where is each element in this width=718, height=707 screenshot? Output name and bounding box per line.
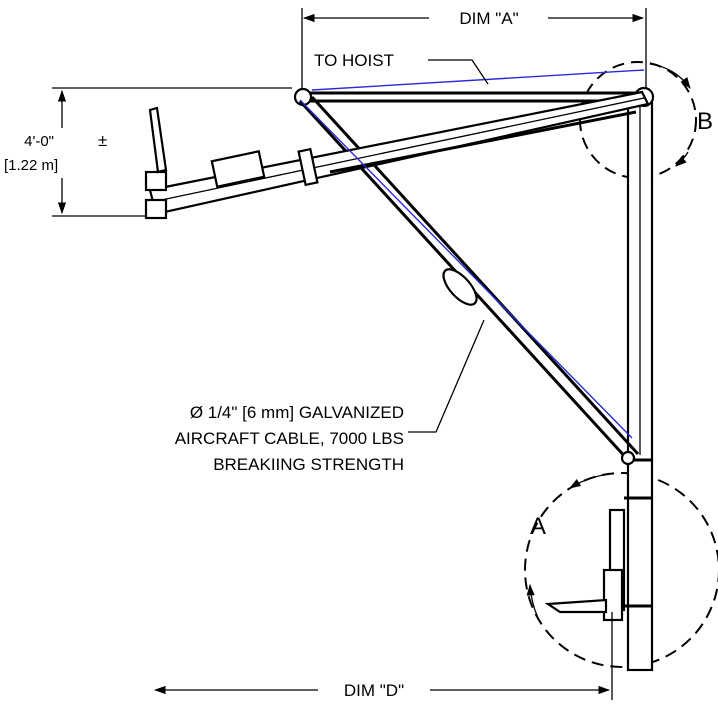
height-tolerance: ± [98, 131, 107, 150]
dim-d: DIM "D" [153, 612, 613, 700]
cable-callout: Ø 1/4" [6 mm] GALVANIZED AIRCRAFT CABLE,… [175, 319, 485, 474]
cable-spec-line3: BREAKIING STRENGTH [213, 455, 404, 474]
detail-a: A [524, 472, 718, 668]
detail-b: B [579, 61, 713, 179]
to-hoist-callout: TO HOIST [314, 51, 489, 85]
height-metric: [1.22 m] [4, 157, 58, 174]
detail-a-label: A [530, 513, 546, 540]
boom [144, 90, 650, 220]
to-hoist-label: TO HOIST [314, 51, 394, 70]
dim-a-label: DIM "A" [459, 9, 518, 28]
cable [299, 69, 645, 439]
dim-height: 4'-0" ± [1.22 m] [4, 87, 292, 217]
dim-d-label: DIM "D" [344, 681, 404, 700]
height-value: 4'-0" [24, 133, 54, 150]
detail-b-label: B [697, 108, 713, 135]
dim-a: DIM "A" [301, 8, 647, 88]
cable-spec-line2: AIRCRAFT CABLE, 7000 LBS [175, 429, 404, 448]
cable-spec-line1: Ø 1/4" [6 mm] GALVANIZED [190, 403, 404, 422]
mast [544, 98, 654, 672]
